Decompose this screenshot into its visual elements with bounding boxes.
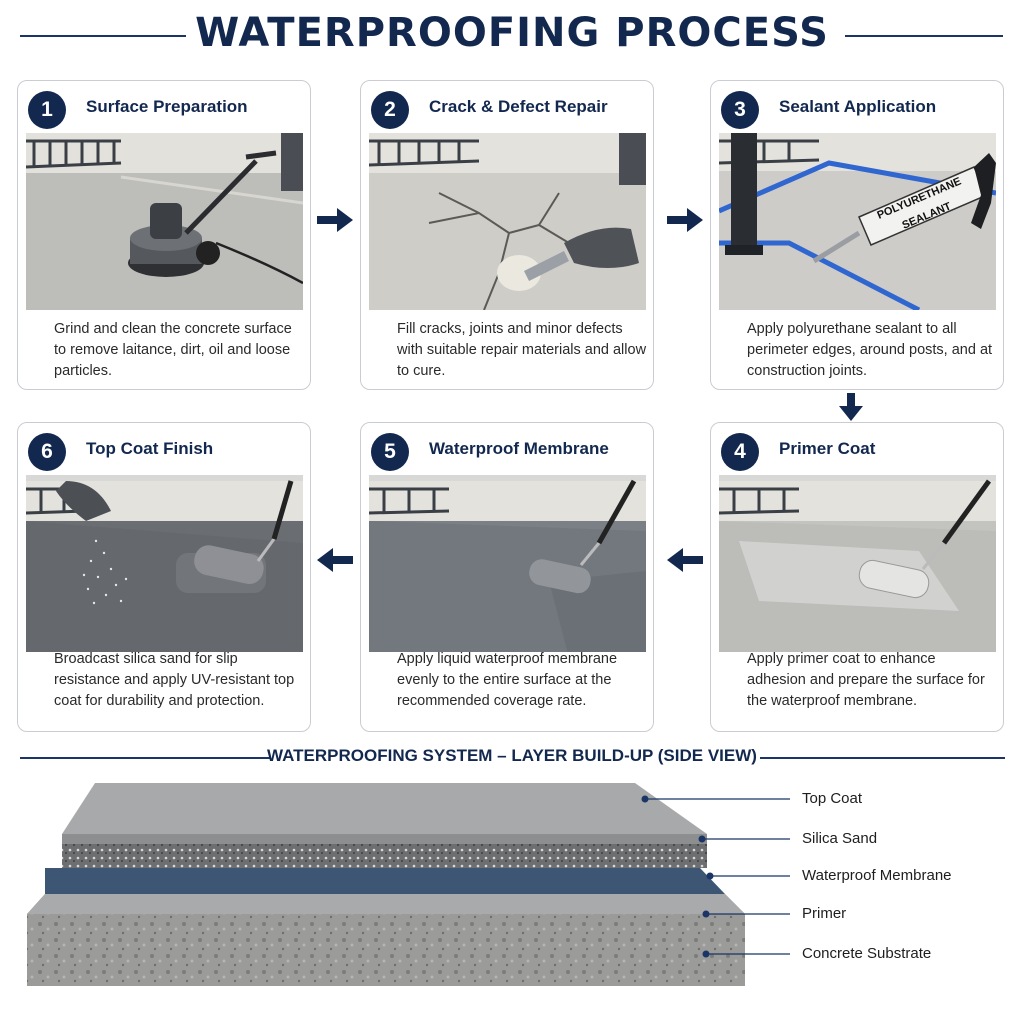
step-card-2: 2 Crack & Defect Repair Fill cracks, joi… (360, 80, 654, 390)
membrane-layer (45, 868, 725, 894)
title-rule-right (845, 35, 1003, 37)
silica-sand-layer (62, 844, 707, 868)
layer-section-title: WATERPROOFING SYSTEM – LAYER BUILD-UP (S… (267, 746, 757, 765)
step-card-3: 3 Sealant Application POLYURETHANE SEALA… (710, 80, 1004, 390)
title-rule-left (20, 35, 186, 37)
step-number-badge: 2 (371, 91, 409, 129)
floor-grinder-illustration (26, 133, 303, 310)
crack-repair-illustration (369, 133, 646, 310)
section-rule-left (20, 757, 270, 759)
step-description: Apply polyurethane sealant to all perime… (747, 321, 993, 379)
step-number-badge: 1 (28, 91, 66, 129)
arrow-left-icon (665, 545, 705, 575)
arrow-down-icon (836, 392, 866, 422)
membrane-roller-illustration (369, 475, 646, 652)
step-number-badge: 4 (721, 433, 759, 471)
layer-label-silica-sand: Silica Sand (802, 830, 878, 847)
step-card-6: 6 Top Coat Finish Broadcast silica sand … (17, 422, 311, 732)
layer-label-primer: Primer (802, 905, 847, 922)
arrow-right-icon (315, 205, 355, 235)
primer-roller-illustration (719, 475, 996, 652)
step-number-badge: 6 (28, 433, 66, 471)
step-card-4: 4 Primer Coat Apply primer coat to enhan… (710, 422, 1004, 732)
sealant-gun-illustration: POLYURETHANE SEALANT (719, 133, 996, 310)
step-description: Apply primer coat to enhance adhesion an… (747, 651, 985, 709)
step-title: Sealant Application (779, 97, 937, 116)
top-coat-illustration (26, 475, 303, 652)
arrow-right-icon (665, 205, 705, 235)
step-number-badge: 3 (721, 91, 759, 129)
page-title: WATERPROOFING PROCESS (195, 10, 829, 56)
top-coat-layer (62, 783, 707, 834)
step-description: Fill cracks, joints and minor defects wi… (397, 321, 647, 379)
primer-layer (27, 894, 745, 914)
step-card-1: 1 Surface Preparation Grind and clean t (17, 80, 311, 390)
step-card-5: 5 Waterproof Membrane Apply liquid water… (360, 422, 654, 732)
section-rule-right (760, 757, 1005, 759)
step-description: Apply liquid waterproof membrane evenly … (397, 651, 618, 709)
arrow-left-icon (315, 545, 355, 575)
step-title: Primer Coat (779, 439, 876, 458)
step-description: Grind and clean the concrete surface to … (54, 321, 292, 379)
step-title: Surface Preparation (86, 97, 248, 116)
layer-label-waterproof-membrane: Waterproof Membrane (802, 867, 952, 884)
step-title: Top Coat Finish (86, 439, 214, 458)
step-description: Broadcast silica sand for slip resistanc… (54, 651, 295, 709)
step-title: Waterproof Membrane (429, 439, 609, 458)
step-title: Crack & Defect Repair (429, 97, 608, 116)
step-number-badge: 5 (371, 433, 409, 471)
layer-label-concrete-substrate: Concrete Substrate (802, 945, 932, 962)
layer-build-up-diagram (20, 776, 1020, 1006)
layer-label-top-coat: Top Coat (802, 790, 863, 807)
